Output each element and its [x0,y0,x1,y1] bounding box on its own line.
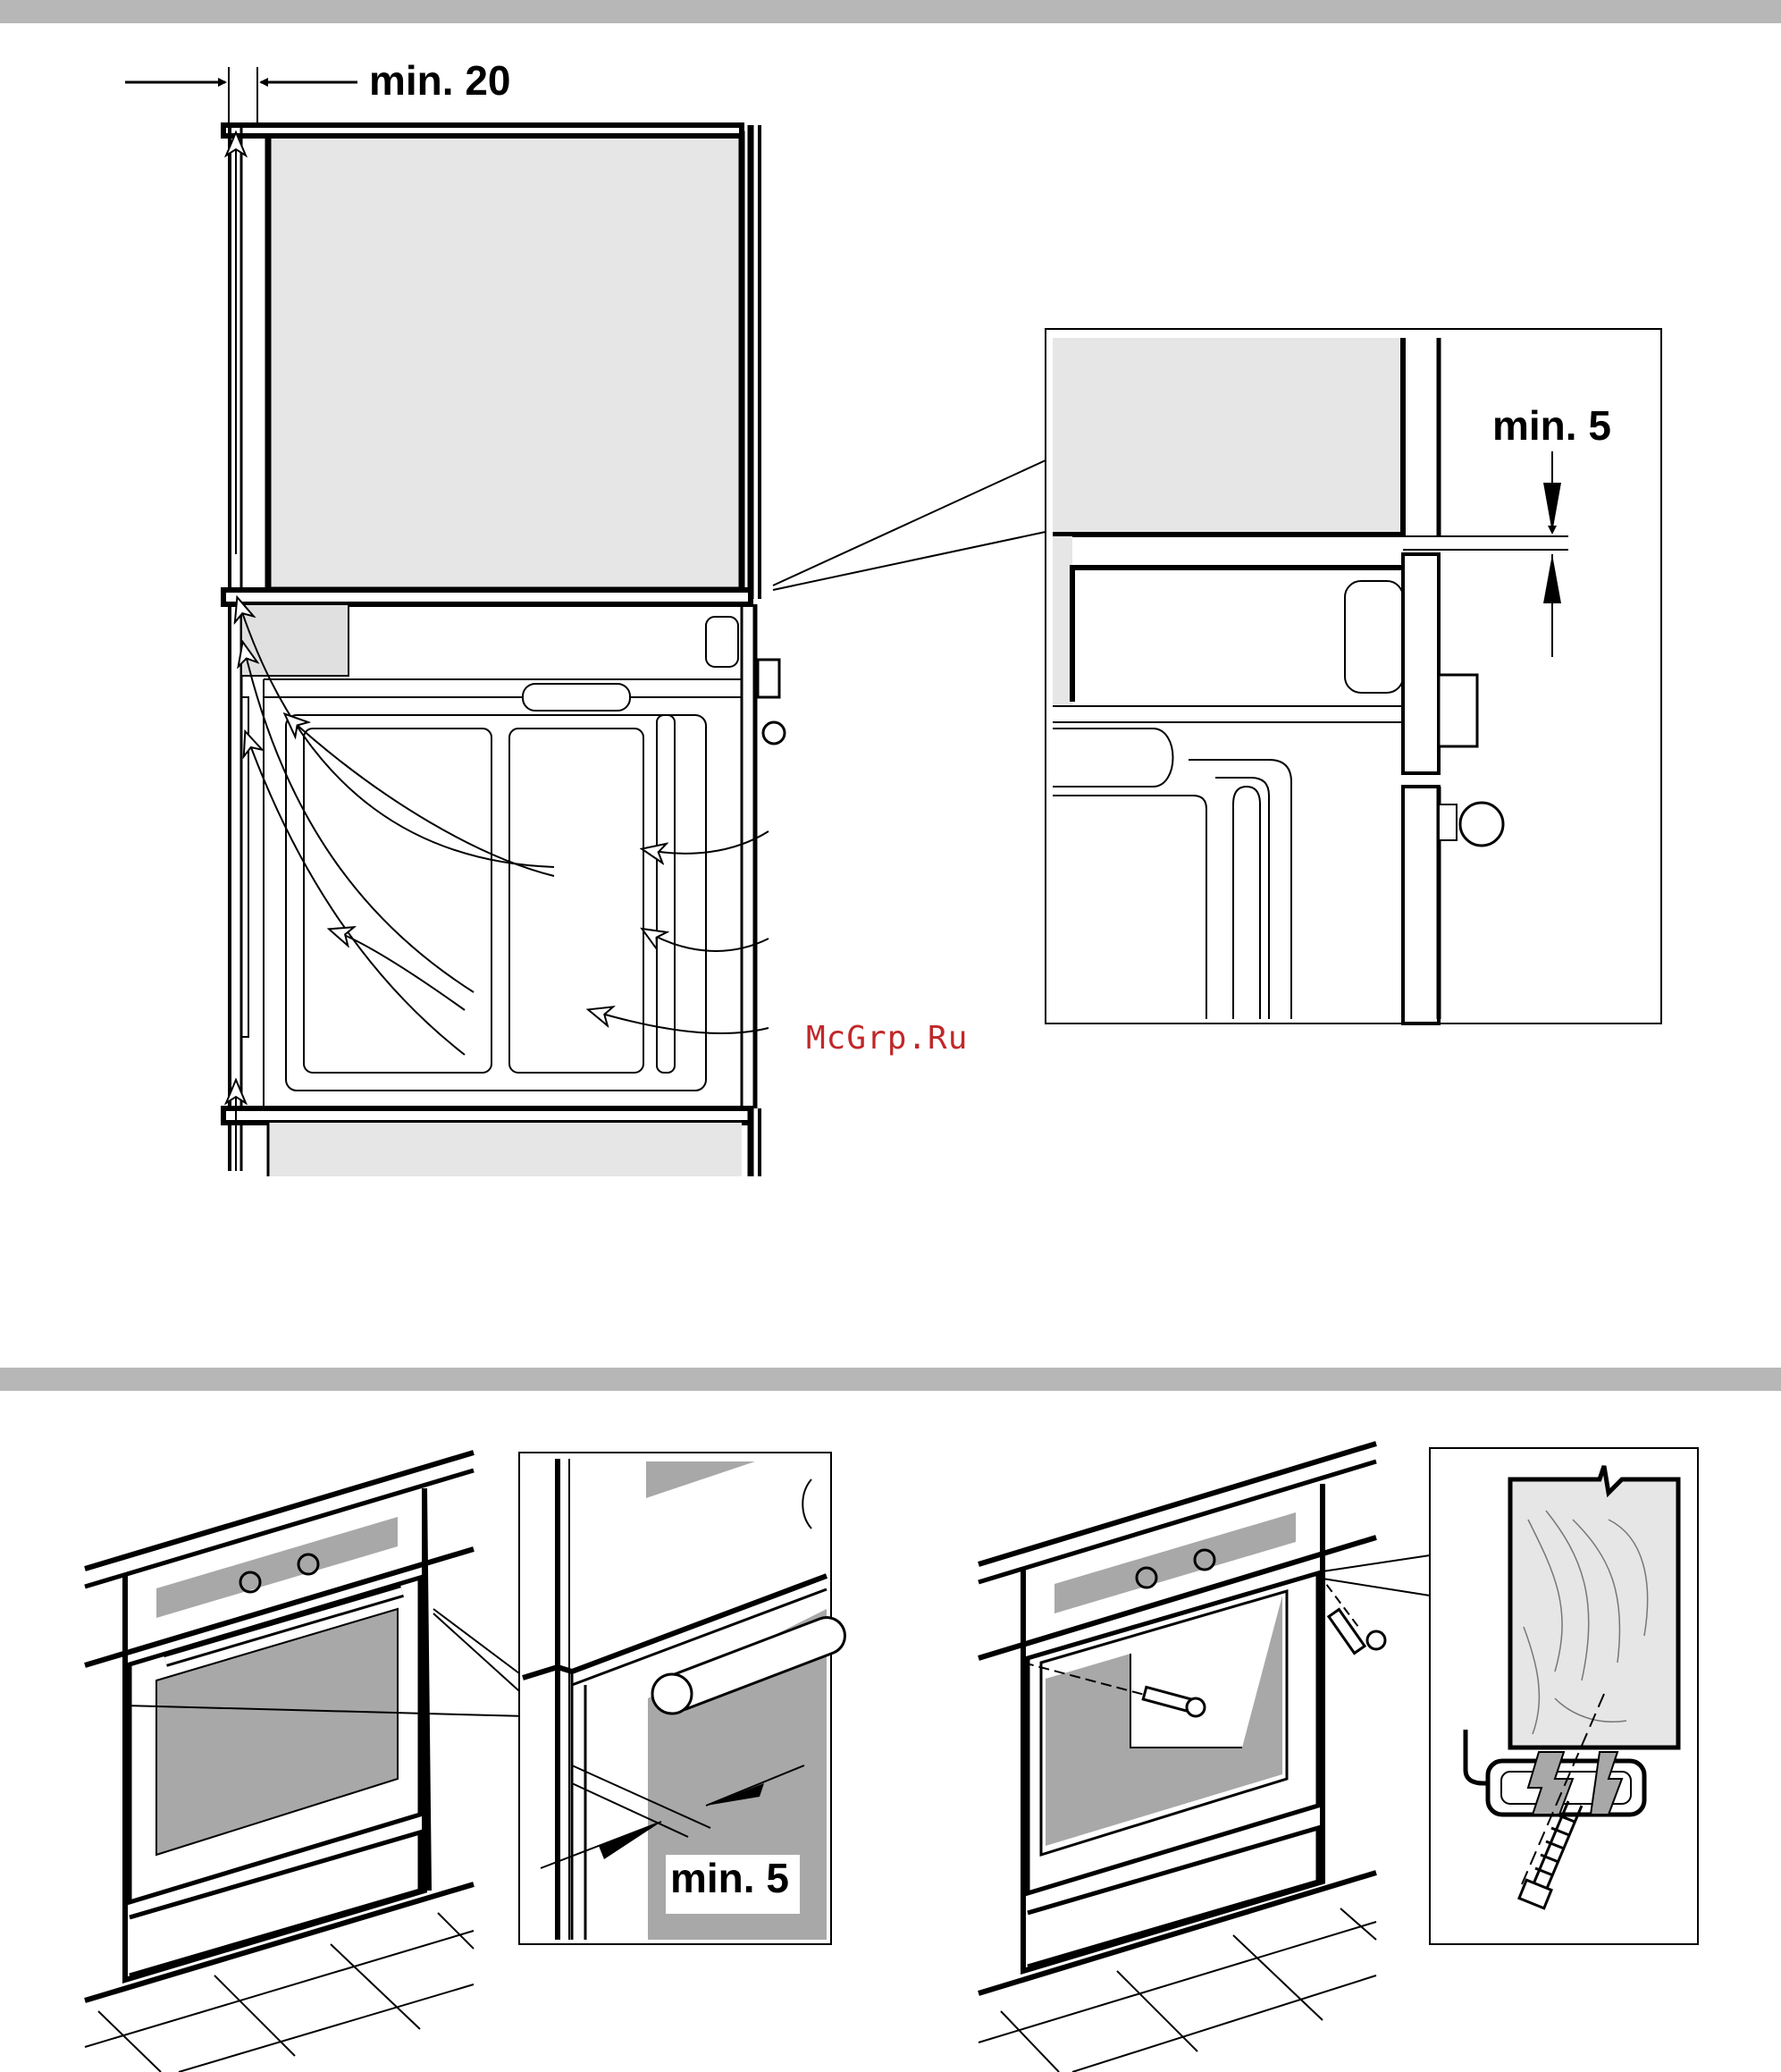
screw-fixing-inset [1430,1448,1698,1944]
oven-perspective-left [85,1453,527,2072]
oven-perspective-right [979,1444,1430,2072]
detail-gap-inset: min. 5 [1046,329,1661,1023]
watermark: McGrp.Ru [806,1020,968,1057]
front-gap-label: min. 5 [670,1855,789,1901]
zoom-line [773,460,1046,585]
front-gap-inset: min. 5 [519,1453,831,1944]
zoom-line [773,532,1046,590]
top-gap-label: min. 20 [369,57,511,104]
ventilation-side-view: min. 20 [125,57,785,1176]
detail-gap-label: min. 5 [1492,402,1611,449]
